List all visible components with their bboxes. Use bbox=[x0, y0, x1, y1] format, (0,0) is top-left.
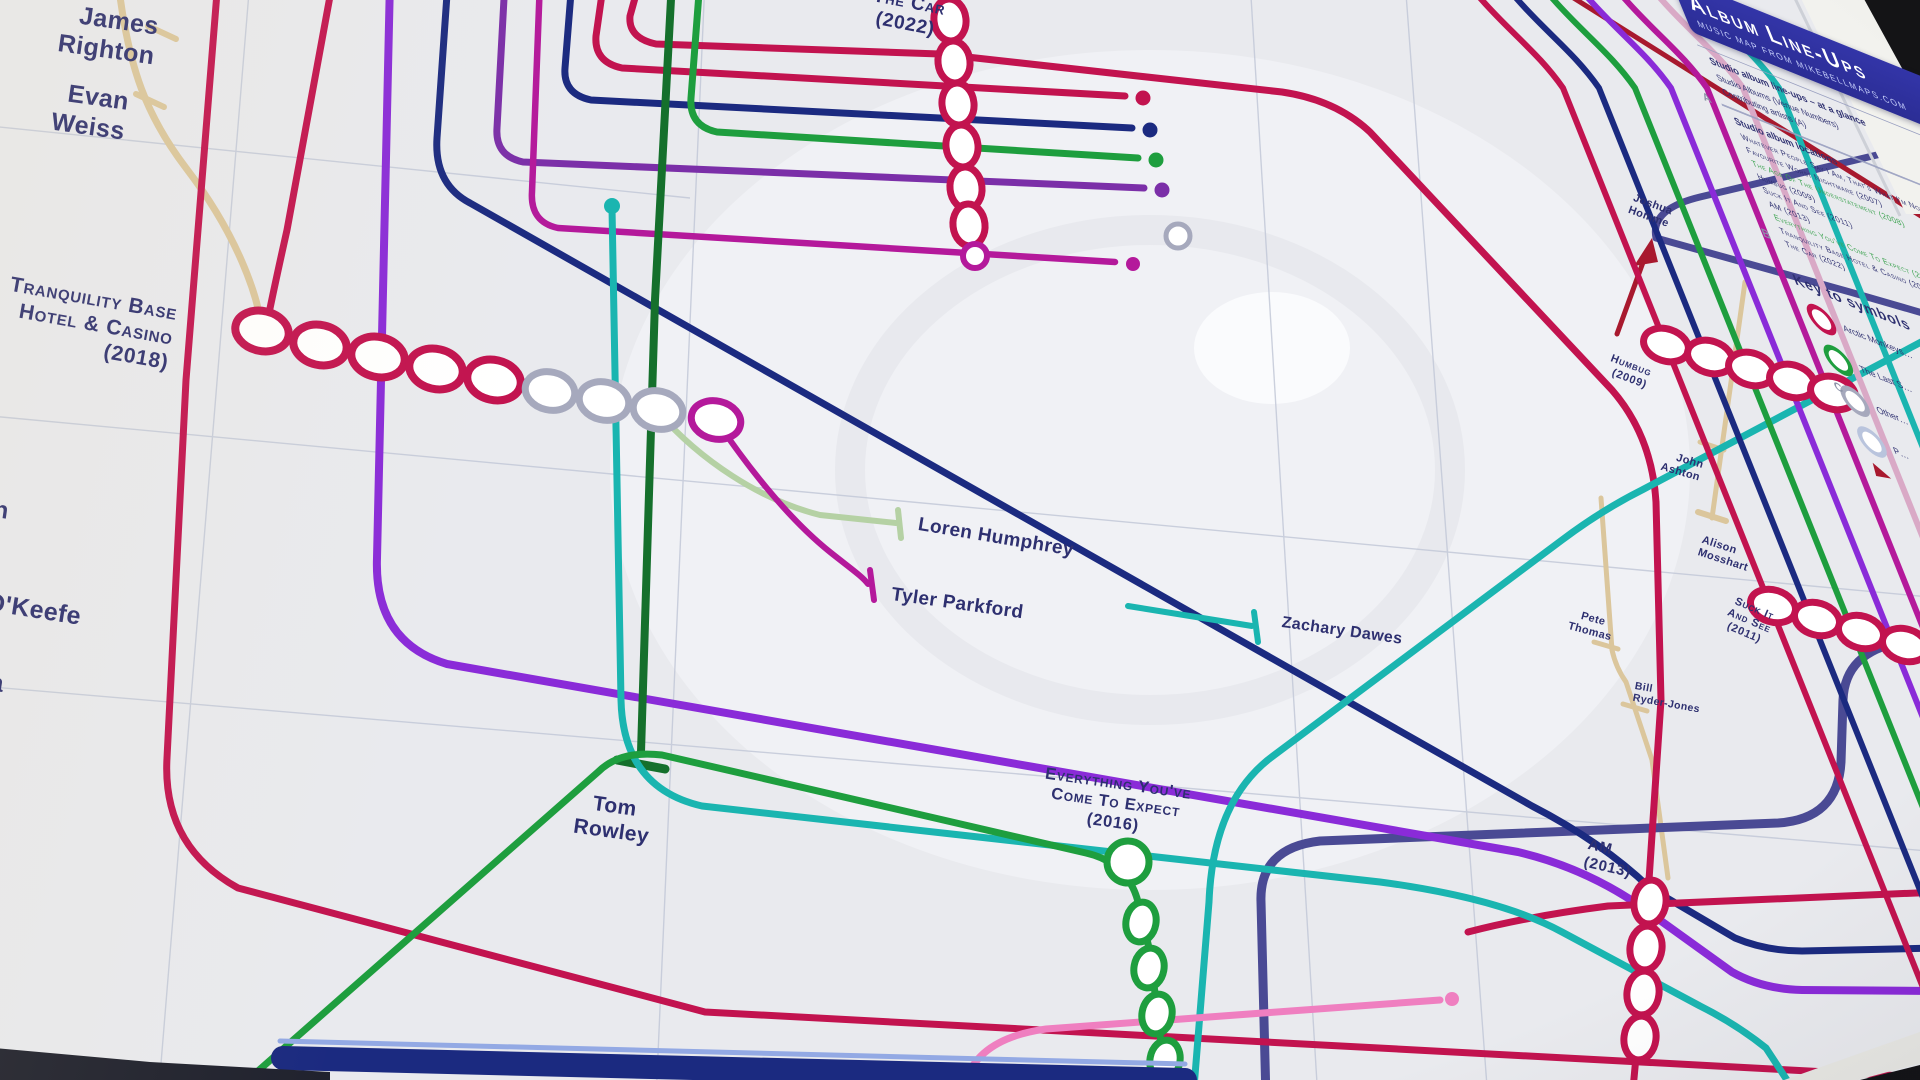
line-violet bbox=[372, 0, 1920, 995]
interchange-tranquility-chain bbox=[231, 306, 745, 443]
guest-arrow-shaft bbox=[1614, 251, 1649, 337]
line-green-eycte bbox=[242, 750, 1170, 1080]
line-teal bbox=[608, 204, 1920, 1080]
line-pale-green bbox=[655, 409, 904, 541]
legend-key-label: Other… bbox=[1874, 404, 1911, 429]
interchange-suck-it-and-see-chain bbox=[1747, 585, 1920, 666]
line-magenta bbox=[713, 417, 877, 603]
vinyl-watermark bbox=[610, 50, 1690, 890]
interchange-eycte-chain bbox=[1103, 837, 1184, 1080]
line-navy-2 bbox=[561, 0, 1136, 132]
interchange-humbug-chain bbox=[1640, 324, 1859, 414]
guest-arrow-head bbox=[1634, 238, 1658, 266]
legend-key-label: The Last S… bbox=[1858, 363, 1915, 396]
interchange-the-car-chain bbox=[930, 0, 990, 271]
line-pink bbox=[962, 996, 1444, 1080]
line-navy-main bbox=[433, 0, 1920, 955]
line-magenta-2 bbox=[528, 0, 1119, 266]
terminus-dots bbox=[604, 90, 1459, 1006]
map-border-band bbox=[0, 1038, 1197, 1080]
line-green-2 bbox=[687, 0, 1142, 162]
line-crimson bbox=[163, 0, 1920, 1080]
interchange-am-chain bbox=[1620, 876, 1670, 1064]
line-purple bbox=[493, 0, 1148, 192]
legend-key-label: P… bbox=[1891, 445, 1911, 463]
